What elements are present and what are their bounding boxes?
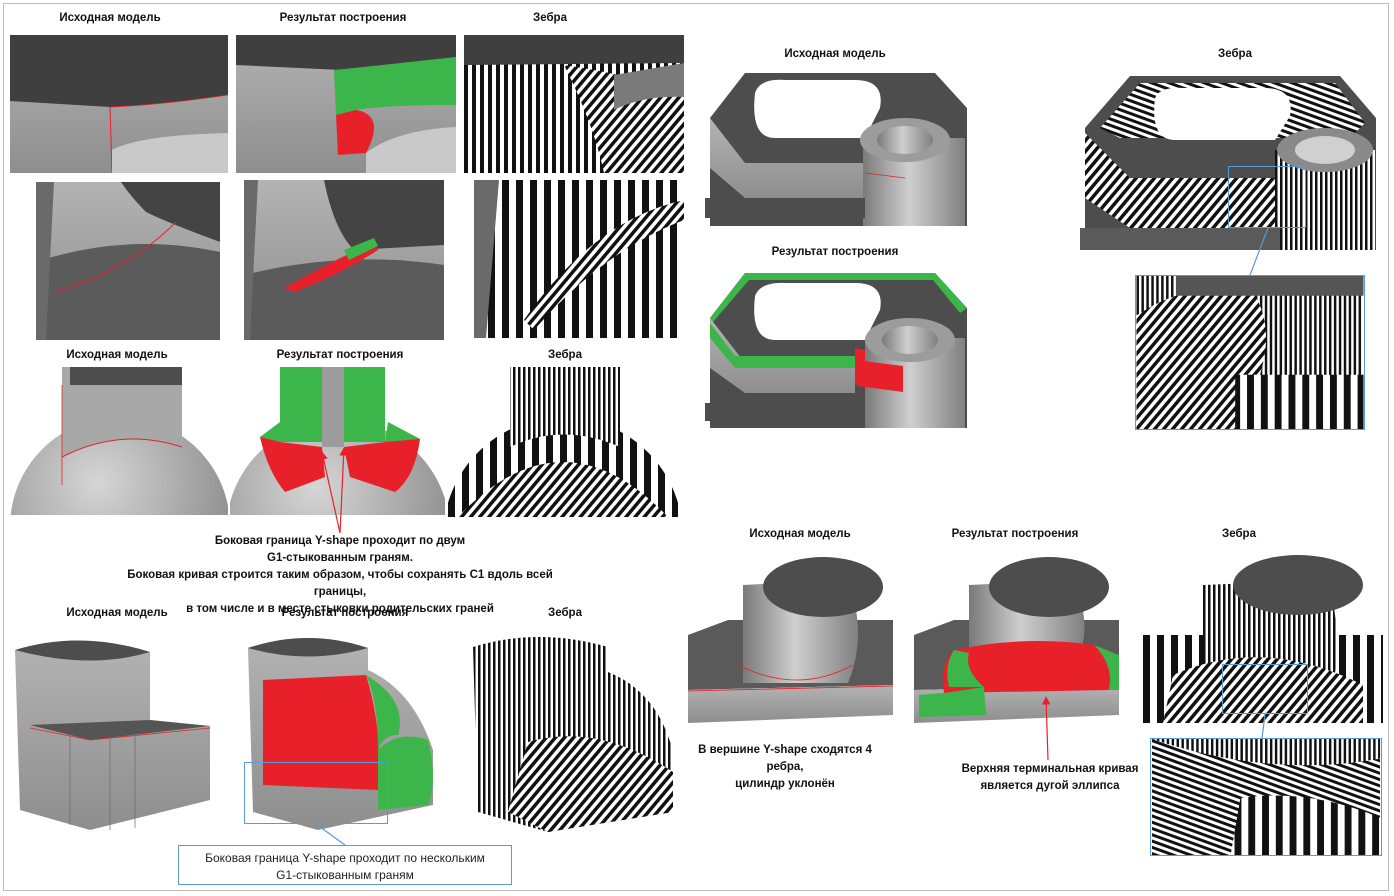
note-top-curve-line2: является дугой эллипса xyxy=(980,780,1120,792)
caption-original-4: Исходная модель xyxy=(784,48,886,60)
model-image-zebra-2 xyxy=(448,367,678,517)
model-image-result-4 xyxy=(705,268,970,428)
note-multi-face-line2: G1-стыкованным граням xyxy=(276,868,414,882)
page-frame xyxy=(3,3,1389,891)
caption-zebra-2: Зебра xyxy=(548,349,582,361)
model-image-original-1b xyxy=(36,182,220,340)
caption-zebra-1: Зебра xyxy=(533,12,567,24)
caption-zebra-3: Зебра xyxy=(548,607,582,619)
note-vertex: В вершине Y-shape сходятся 4 ребра, цили… xyxy=(680,742,890,793)
model-image-result-1b xyxy=(244,180,444,340)
model-image-original-1a xyxy=(10,35,228,173)
selection-box-zebra-4 xyxy=(1228,166,1306,228)
caption-original-1: Исходная модель xyxy=(59,12,161,24)
note-multi-face-line1: Боковая граница Y-shape проходит по неск… xyxy=(205,851,485,865)
model-image-zebra-4 xyxy=(1080,68,1380,250)
model-image-result-5 xyxy=(914,555,1124,723)
caption-zebra-5: Зебра xyxy=(1222,528,1256,540)
caption-result-1: Результат построения xyxy=(279,12,407,24)
model-image-result-1a xyxy=(236,35,456,173)
note-vertex-line2: цилиндр уклонён xyxy=(735,778,835,790)
caption-result-4: Результат построения xyxy=(771,246,899,258)
note-side-boundary-line1: Боковая граница Y-shape проходит по двум xyxy=(214,535,466,547)
note-side-curve-line1: Боковая кривая строится таким образом, ч… xyxy=(127,569,553,598)
model-image-result-2 xyxy=(230,367,445,515)
note-multi-face-box: Боковая граница Y-shape проходит по неск… xyxy=(178,845,512,885)
model-image-original-4 xyxy=(705,68,970,226)
caption-zebra-4: Зебра xyxy=(1218,48,1252,60)
caption-original-5: Исходная модель xyxy=(749,528,851,540)
note-side-boundary-line2: G1-стыкованным граням. xyxy=(267,552,413,564)
selection-box-multi-face xyxy=(244,762,388,824)
caption-original-2: Исходная модель xyxy=(66,349,168,361)
model-image-zebra-1b xyxy=(474,180,684,338)
zoom-image-zebra-5 xyxy=(1150,738,1382,856)
model-image-original-2 xyxy=(10,367,228,515)
model-image-original-5 xyxy=(688,555,898,723)
caption-result-3: Результат построения xyxy=(281,607,409,619)
caption-original-3: Исходная модель xyxy=(66,607,168,619)
note-top-curve: Верхняя терминальная кривая является дуг… xyxy=(955,761,1145,795)
note-vertex-line1: В вершине Y-shape сходятся 4 ребра, xyxy=(698,744,872,773)
model-image-zebra-1a xyxy=(464,35,684,173)
model-image-result-3 xyxy=(238,630,444,835)
model-image-original-3 xyxy=(10,630,220,835)
note-side-curve-line2: в том числе и в месте стыковки родительс… xyxy=(186,603,494,615)
zoom-image-zebra-4 xyxy=(1135,275,1365,430)
caption-result-2: Результат построения xyxy=(276,349,404,361)
selection-box-zebra-5 xyxy=(1222,664,1308,714)
note-side-boundary: Боковая граница Y-shape проходит по двум… xyxy=(100,533,580,618)
model-image-zebra-3 xyxy=(468,632,686,837)
caption-result-5: Результат построения xyxy=(951,528,1079,540)
model-image-zebra-5 xyxy=(1143,555,1383,723)
note-top-curve-line1: Верхняя терминальная кривая xyxy=(961,763,1139,775)
